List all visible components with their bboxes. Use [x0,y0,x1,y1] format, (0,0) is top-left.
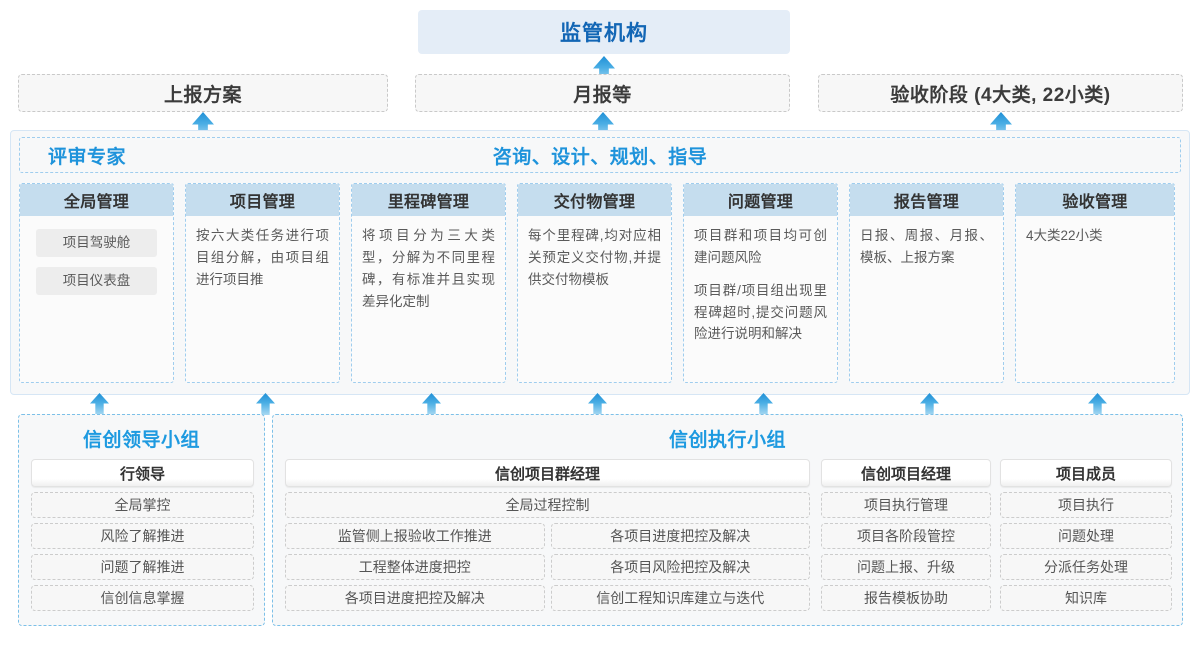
task-item[interactable]: 各项目进度把控及解决 [285,585,545,611]
column-title: 问题管理 [684,184,837,216]
role-title: 行领导 [31,459,254,487]
task-item[interactable]: 分派任务处理 [1000,554,1172,580]
task-item[interactable]: 知识库 [1000,585,1172,611]
arrow-to-deliverable-management [588,393,607,415]
report-box-monthly: 月报等 [415,74,790,112]
arrow-to-report-management [920,393,939,415]
execution-group-title: 信创执行小组 [668,430,786,451]
column-title: 报告管理 [850,184,1003,216]
arrow-to-project-management [256,393,275,415]
column-title: 里程碑管理 [352,184,505,216]
column-title: 全局管理 [20,184,173,216]
platform-panel: 评审专家 咨询、设计、规划、指导 全局管理 项目驾驶舱 项目仪表盘 项目管理 按… [10,130,1190,395]
column-paragraph: 项目群/项目组出现里程碑超时,提交问题风险进行说明和解决 [694,282,827,342]
task-item[interactable]: 信创工程知识库建立与迭代 [550,585,810,611]
task-row: 工程整体进度把控 各项目风险把控及解决 [285,554,810,585]
task-item[interactable]: 全局掌控 [31,492,254,518]
task-item[interactable]: 工程整体进度把控 [285,554,545,580]
column-paragraph: 项目群和项目均可创建问题风险 [694,228,827,265]
task-item[interactable]: 问题了解推进 [31,554,254,580]
chip-item[interactable]: 项目仪表盘 [36,267,157,295]
column-deliverable-management[interactable]: 交付物管理 每个里程碑,均对应相关预定义交付物,并提供交付物模板 [517,183,672,383]
task-item[interactable]: 信创信息掌握 [31,585,254,611]
task-item[interactable]: 项目执行管理 [821,492,991,518]
column-milestone-management[interactable]: 里程碑管理 将项目分为三大类型，分解为不同里程碑，有标准并且实现差异化定制 [351,183,506,383]
arrow-to-issue-management [754,393,773,415]
task-item[interactable]: 风险了解推进 [31,523,254,549]
column-body: 项目驾驶舱 项目仪表盘 [20,216,173,311]
report-box-plan: 上报方案 [18,74,388,112]
report-box-monthly-label: 月报等 [573,84,632,106]
column-project-management[interactable]: 项目管理 按六大类任务进行项目组分解，由项目组进行项目推 [185,183,340,383]
execution-group: 信创执行小组 信创项目群经理 全局过程控制 监管侧上报验收工作推进 各项目进度把… [272,414,1183,626]
column-report-management[interactable]: 报告管理 日报、周报、月报、模板、上报方案 [849,183,1004,383]
arrow-to-global-management [90,393,109,415]
column-paragraph: 按六大类任务进行项目组分解，由项目组进行项目推 [196,228,329,287]
column-body: 日报、周报、月报、模板、上报方案 [850,216,1003,275]
chip-item[interactable]: 项目驾驶舱 [36,229,157,257]
column-paragraph: 4大类22小类 [1026,228,1103,243]
role-card-program-manager: 信创项目群经理 全局过程控制 监管侧上报验收工作推进 各项目进度把控及解决 工程… [285,459,810,616]
task-item[interactable]: 问题上报、升级 [821,554,991,580]
report-box-plan-label: 上报方案 [163,84,242,106]
column-paragraph: 每个里程碑,均对应相关预定义交付物,并提供交付物模板 [528,228,661,287]
arrow-to-acceptance-management [1088,393,1107,415]
report-box-acceptance: 验收阶段 (4大类, 22小类) [818,74,1183,112]
role-band: 评审专家 咨询、设计、规划、指导 [19,137,1181,173]
report-box-acceptance-label: 验收阶段 (4大类, 22小类) [890,84,1111,106]
role-card-project-manager: 信创项目经理 项目执行管理 项目各阶段管控 问题上报、升级 报告模板协助 [821,459,991,616]
column-body: 按六大类任务进行项目组分解，由项目组进行项目推 [186,216,339,297]
consulting-label: 咨询、设计、规划、指导 [492,146,708,168]
task-item[interactable]: 项目执行 [1000,492,1172,518]
role-title: 项目成员 [1000,459,1172,487]
leadership-group: 信创领导小组 行领导 全局掌控 风险了解推进 问题了解推进 信创信息掌握 [18,414,265,626]
task-item[interactable]: 报告模板协助 [821,585,991,611]
regulator-label: 监管机构 [560,22,648,45]
role-title: 信创项目群经理 [285,459,810,487]
column-title: 交付物管理 [518,184,671,216]
column-issue-management[interactable]: 问题管理 项目群和项目均可创建问题风险 项目群/项目组出现里程碑超时,提交问题风… [683,183,838,383]
column-body: 4大类22小类 [1016,216,1174,253]
column-title: 项目管理 [186,184,339,216]
task-row: 各项目进度把控及解决 信创工程知识库建立与迭代 [285,585,810,616]
task-item[interactable]: 各项目风险把控及解决 [550,554,810,580]
column-body: 项目群和项目均可创建问题风险 项目群/项目组出现里程碑超时,提交问题风险进行说明… [684,216,837,351]
column-global-management[interactable]: 全局管理 项目驾驶舱 项目仪表盘 [19,183,174,383]
column-title: 验收管理 [1016,184,1174,216]
task-item[interactable]: 全局过程控制 [285,492,810,518]
column-paragraph: 日报、周报、月报、模板、上报方案 [860,228,993,265]
review-expert-label: 评审专家 [48,146,127,168]
column-body: 将项目分为三大类型，分解为不同里程碑，有标准并且实现差异化定制 [352,216,505,318]
column-acceptance-management[interactable]: 验收管理 4大类22小类 [1015,183,1175,383]
leadership-group-title: 信创领导小组 [82,430,200,451]
role-card-project-member: 项目成员 项目执行 问题处理 分派任务处理 知识库 [1000,459,1172,616]
role-card-bank-leader: 行领导 全局掌控 风险了解推进 问题了解推进 信创信息掌握 [31,459,254,616]
regulator-box: 监管机构 [418,10,790,54]
task-item[interactable]: 各项目进度把控及解决 [550,523,810,549]
column-paragraph: 将项目分为三大类型，分解为不同里程碑，有标准并且实现差异化定制 [362,228,495,309]
task-item[interactable]: 项目各阶段管控 [821,523,991,549]
task-item[interactable]: 问题处理 [1000,523,1172,549]
task-item[interactable]: 监管侧上报验收工作推进 [285,523,545,549]
arrow-to-milestone-management [422,393,441,415]
task-row: 监管侧上报验收工作推进 各项目进度把控及解决 [285,523,810,554]
column-body: 每个里程碑,均对应相关预定义交付物,并提供交付物模板 [518,216,671,297]
role-title: 信创项目经理 [821,459,991,487]
